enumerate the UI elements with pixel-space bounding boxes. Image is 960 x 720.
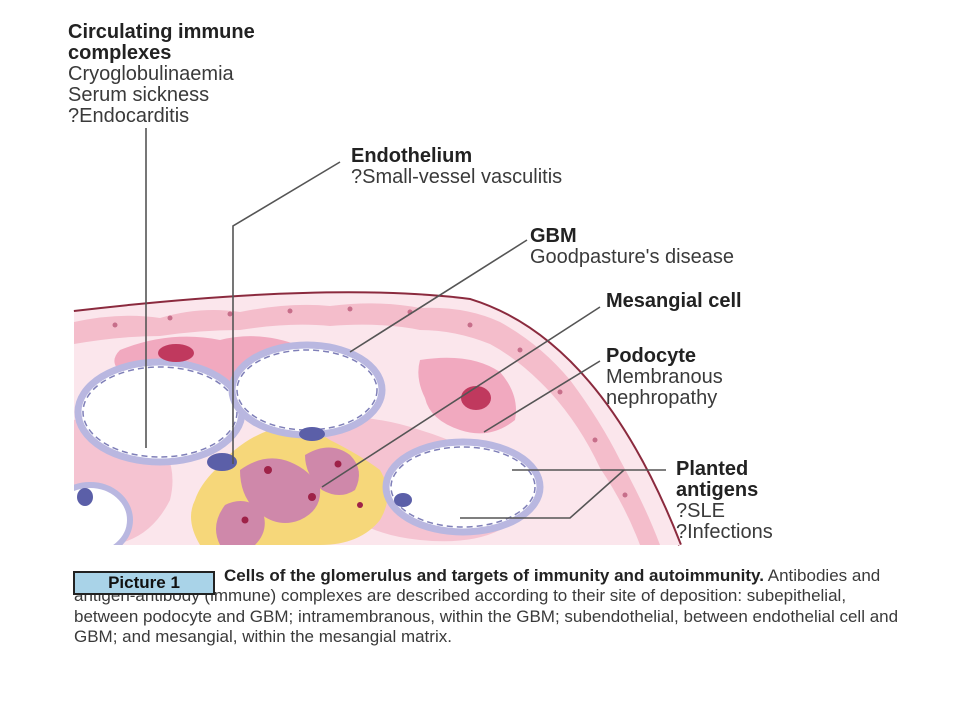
capsule-dots xyxy=(112,306,628,498)
label-heading: complexes xyxy=(68,42,172,64)
label-heading: Podocyte xyxy=(606,345,697,367)
capillary-loop-right xyxy=(382,438,544,536)
caption-title: Cells of the glomerulus and targets of i… xyxy=(224,566,764,585)
leader-lines xyxy=(145,128,666,519)
mesangial-cell-2 xyxy=(305,447,359,495)
label-planted-antigens: Planted antigens ?SLE ?Infections xyxy=(676,459,773,543)
label-line: Membranous xyxy=(606,366,723,388)
mesangial-nucleus-3 xyxy=(334,460,342,468)
label-line: Goodpasture's disease xyxy=(530,246,734,268)
label-line: ?Endocarditis xyxy=(68,105,190,127)
mesangial-nucleus-2 xyxy=(308,493,316,501)
picture-label: Picture 1 xyxy=(73,571,215,595)
endothelial-nucleus-2 xyxy=(299,427,325,441)
endothelial-nucleus xyxy=(207,453,237,471)
label-heading: Mesangial cell xyxy=(606,290,742,312)
leader-podocyte xyxy=(483,360,601,433)
mesangial-nucleus-4 xyxy=(241,516,249,524)
label-heading: Planted xyxy=(676,458,749,480)
mesangial-cell-3 xyxy=(216,501,265,545)
label-heading: Circulating immune xyxy=(68,21,255,43)
mesangial-nucleus xyxy=(264,466,272,474)
label-heading: Endothelium xyxy=(351,145,473,167)
label-line: nephropathy xyxy=(606,387,718,409)
label-line: ?Small-vessel vasculitis xyxy=(351,166,563,188)
endothelial-nucleus-4 xyxy=(77,488,93,506)
podocyte-nucleus xyxy=(158,344,194,362)
caption-text: Antibodies and antigen-antibody (immune)… xyxy=(74,566,899,647)
leader-endothelium xyxy=(232,161,341,464)
label-line: ?Infections xyxy=(676,521,773,543)
leader-mesangial xyxy=(321,306,601,488)
label-endothelium: Endothelium ?Small-vessel vasculitis xyxy=(351,146,562,188)
endothelial-nucleus-3 xyxy=(394,493,412,507)
parietal-epithelium xyxy=(74,303,660,545)
label-line: Cryoglobulinaemia xyxy=(68,63,234,85)
label-mesangial-cell: Mesangial cell xyxy=(606,291,742,312)
capillary-loop-left xyxy=(74,358,246,466)
label-heading: GBM xyxy=(530,225,577,247)
capillary-loop-upper xyxy=(228,341,386,439)
leader-gbm xyxy=(349,239,528,353)
figure-caption: Cells of the glomerulus and targets of i… xyxy=(74,566,914,648)
mesangial-cell xyxy=(240,458,321,524)
mesangial-nucleus-5 xyxy=(357,502,363,508)
podocyte-nucleus-2 xyxy=(461,386,491,410)
label-circulating-immune-complexes: Circulating immune complexes Cryoglobuli… xyxy=(68,22,255,127)
label-line: ?SLE xyxy=(676,500,725,522)
label-podocyte: Podocyte Membranous nephropathy xyxy=(606,346,723,409)
capillary-loop-lower-left xyxy=(74,482,133,545)
label-line: Serum sickness xyxy=(68,84,210,106)
leader-planted-2 xyxy=(460,469,625,519)
label-heading: antigens xyxy=(676,479,759,501)
label-gbm: GBM Goodpasture's disease xyxy=(530,226,734,268)
